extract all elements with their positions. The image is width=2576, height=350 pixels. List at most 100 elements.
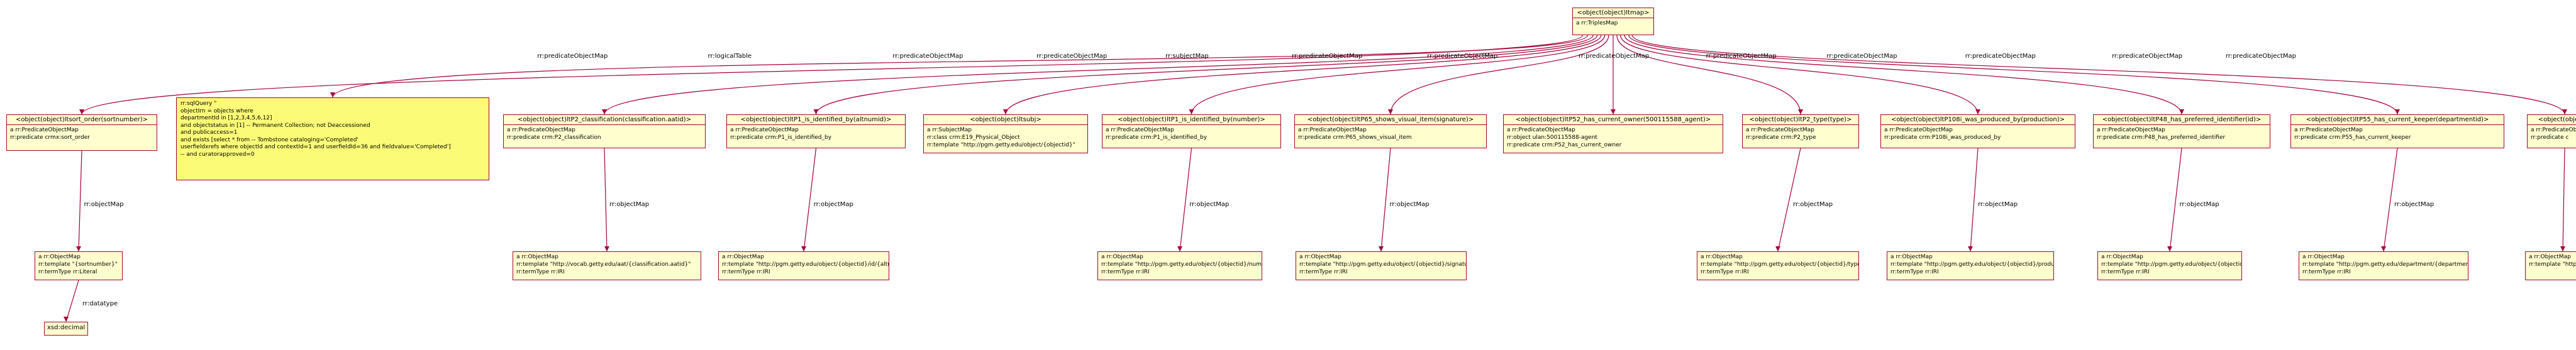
arrowhead xyxy=(1968,246,1973,251)
node-property: rr:predicate crm:P52_has_current_owner xyxy=(1507,142,1622,148)
query-line: -- and curatorapproved=0 xyxy=(180,151,255,158)
node-property: a rr:ObjectMap xyxy=(1701,254,1743,260)
arrowhead xyxy=(602,109,607,114)
node-property: rr:template "http://pgm xyxy=(2529,261,2576,268)
arrowhead xyxy=(1611,109,1616,114)
arrowhead xyxy=(801,246,806,251)
node-title: <object(object)ltP2_classification(class… xyxy=(504,115,705,125)
node-property: a rr:PredicateObjectMap xyxy=(2294,127,2363,133)
edge-label: rr:objectMap xyxy=(609,201,650,208)
node-property: a rr:SubjectMap xyxy=(927,127,972,133)
edge xyxy=(1616,35,1801,115)
query-line: objectIrn = objects where xyxy=(180,107,253,114)
node-property: rr:predicate crm:P48_has_preferred_ident… xyxy=(2097,134,2226,141)
edge xyxy=(1390,35,1609,115)
edge-label: rr:predicateObjectMap xyxy=(2111,53,2183,60)
arrowhead xyxy=(2560,246,2565,251)
predicate-object-map-9[interactable]: <object(object)ltP48_has_preferred_ident… xyxy=(2093,114,2270,148)
edge-label: rr:predicateObjectMap xyxy=(892,53,963,60)
edge xyxy=(604,148,608,252)
node-property: a rr:ObjectMap xyxy=(722,254,764,260)
edge xyxy=(2169,148,2182,252)
edge-label: rr:predicateObjectMap xyxy=(1579,53,1650,60)
edge-label: rr:predicateObjectMap xyxy=(1292,53,1363,60)
node-property: a rr:PredicateObjectMap xyxy=(730,127,799,133)
node-title: <object(object)ltP65_shows_visual_item(s… xyxy=(1295,115,1486,125)
predicate-object-map-7[interactable]: <object(object)ltP2_type(type)>a rr:Pred… xyxy=(1742,114,1859,148)
arrowhead xyxy=(2179,109,2184,114)
arrowhead xyxy=(64,317,69,322)
node-title: <object(object)ltP48_has_preferred_ident… xyxy=(2094,115,2270,125)
arrowhead xyxy=(1379,246,1384,251)
node-property: rr:template "http://pgm.getty.edu/object… xyxy=(1101,261,1262,268)
edge xyxy=(2562,148,2565,252)
edge-label: rr:objectMap xyxy=(1389,201,1430,208)
edge xyxy=(1628,35,2398,115)
node-property: rr:predicate crmx:sort_order xyxy=(10,134,91,141)
predicate-object-map-2[interactable]: <object(object)ltP1_is_identified_by(alt… xyxy=(726,114,906,148)
node-property: rr:predicate crm:P65_shows_visual_item xyxy=(1298,134,1412,141)
node-property: rr:predicate crm:P55_has_current_keeper xyxy=(2294,134,2411,141)
node-property: rr:template "http://pgm.getty.edu/object… xyxy=(1299,261,1467,268)
arrowhead xyxy=(2562,109,2567,114)
predicate-object-map-5[interactable]: <object(object)ltP65_shows_visual_item(s… xyxy=(1294,114,1487,148)
node-title: <object(object)ltP108i_was_produced_by(p… xyxy=(1881,115,2075,125)
node-property: a rr:PredicateObjectMap xyxy=(2531,127,2576,133)
predicate-object-map-0[interactable]: <object(object)ltsort_order(sortnumber)>… xyxy=(6,114,157,151)
node-property: a rr:ObjectMap xyxy=(38,254,80,260)
arrowhead xyxy=(2395,109,2400,114)
predicate-object-map-6[interactable]: <object(object)ltP52_has_current_owner(5… xyxy=(1503,114,1723,153)
node-property: a rr:PredicateObjectMap xyxy=(10,127,79,133)
predicate-object-map-1[interactable]: <object(object)ltP2_classification(class… xyxy=(503,114,706,148)
node-property: rr:termType rr:Literal xyxy=(38,269,97,275)
node-title: <object(object)lt xyxy=(2528,115,2576,125)
node-property: a rr:PredicateObjectMap xyxy=(1106,127,1174,133)
query-line: and exists [select * from -- Tombstone c… xyxy=(180,136,358,143)
node-property: rr:predicate crm:P2_type xyxy=(1746,134,1816,141)
node-property: a rr:ObjectMap xyxy=(1299,254,1341,260)
edge-label: rr:predicateObjectMap xyxy=(1826,53,1897,60)
predicate-object-map-11[interactable]: <object(object)lta rr:PredicateObjectMap… xyxy=(2527,114,2576,148)
node-property: a rr:TriplesMap xyxy=(1576,20,1618,26)
datatype-literal[interactable]: xsd:decimal xyxy=(44,322,88,336)
node-property: a rr:ObjectMap xyxy=(2529,254,2571,260)
edge-label: rr:predicateObjectMap xyxy=(1706,53,1777,60)
edge xyxy=(1970,148,1979,252)
root-triples-map[interactable]: <object(object)ltmap>a rr:TriplesMap xyxy=(1572,8,1654,35)
arrowhead xyxy=(1798,109,1803,114)
predicate-object-map-4[interactable]: <object(object)ltP1_is_identified_by(num… xyxy=(1102,114,1281,148)
query-line: userfieldxrefs where objectId and contex… xyxy=(180,144,451,150)
node-property: rr:template "http://pgm.getty.edu/object… xyxy=(2101,261,2242,268)
predicate-object-map-8[interactable]: <object(object)ltP108i_was_produced_by(p… xyxy=(1880,114,2075,148)
query-line: departmentId in [1,2,3,4,5,6,12] xyxy=(180,115,272,121)
node-property: a rr:ObjectMap xyxy=(516,254,558,260)
edge xyxy=(65,280,79,322)
edge xyxy=(815,35,1598,115)
predicate-object-map-10[interactable]: <object(object)ltP55_has_current_keeper(… xyxy=(2290,114,2504,148)
edge-label: rr:objectMap xyxy=(1978,201,2018,208)
node-property: rr:template "http://pgm.getty.edu/object… xyxy=(1701,261,1859,268)
node-property: rr:template "http://pgm.getty.edu/object… xyxy=(927,142,1075,148)
